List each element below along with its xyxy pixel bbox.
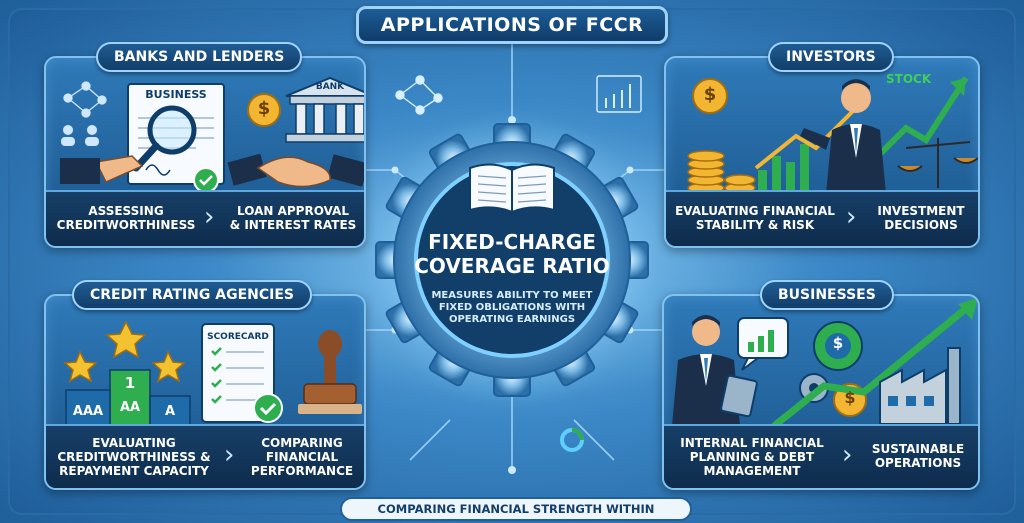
handshake-icon <box>227 153 364 188</box>
banks-caption-bar: ASSESSING CREDITWORTHINESS › LOAN APPROV… <box>46 190 364 246</box>
center-sub-line2: FIXED OBLIGATIONS WITH <box>438 302 586 313</box>
caption-line: PERFORMANCE <box>250 464 354 478</box>
center-heading-line1: FIXED-CHARGE <box>428 230 596 254</box>
chart-bubble-icon <box>737 317 789 371</box>
caption-investment-decisions: INVESTMENT DECISIONS <box>862 204 978 232</box>
book-icon <box>469 163 555 214</box>
caption-line: EVALUATING <box>92 436 176 450</box>
page-title: APPLICATIONS OF FCCR <box>356 6 668 44</box>
caption-sustainable-operations: SUSTAINABLE OPERATIONS <box>856 442 978 470</box>
investor-person-icon <box>800 79 886 194</box>
investors-illustration <box>687 76 978 194</box>
coin-dollar-sign: $ <box>257 98 271 119</box>
scorecard-label: SCORECARD <box>207 332 269 342</box>
podium-label-aaa: AAA <box>72 404 104 419</box>
caption-line: FINANCIAL <box>265 450 339 464</box>
caption-evaluating-stability: EVALUATING FINANCIAL STABILITY & RISK <box>666 204 844 232</box>
caption-line: & INTEREST RATES <box>229 218 357 232</box>
caption-line: PLANNING & DEBT <box>689 450 815 464</box>
caption-line: EVALUATING FINANCIAL <box>675 204 835 218</box>
cog-dollar-sign: $ <box>832 334 844 352</box>
chevron-right-icon: › <box>224 440 235 470</box>
caption-comparing-performance: COMPARING FINANCIAL PERFORMANCE <box>238 436 364 478</box>
stock-label: STOCK <box>886 72 932 86</box>
caption-line: STABILITY & RISK <box>695 218 815 232</box>
caption-internal-planning: INTERNAL FINANCIAL PLANNING & DEBT MANAG… <box>664 436 840 478</box>
star-icon <box>63 320 186 383</box>
investors-caption-bar: EVALUATING FINANCIAL STABILITY & RISK › … <box>666 190 978 246</box>
agencies-illustration <box>63 320 362 427</box>
scorecard-check-icon <box>253 393 283 423</box>
factory-icon <box>879 347 961 425</box>
panel-investors: $ STOCK EVALUATING FINANCIAL STABILITY &… <box>664 56 980 248</box>
people-network-icon <box>63 81 107 118</box>
center-sub-line3: OPERATING EARNINGS <box>448 314 576 325</box>
caption-loan-approval: LOAN APPROVAL & INTEREST RATES <box>218 204 364 232</box>
network-icon <box>395 75 443 115</box>
caption-line: INVESTMENT <box>877 204 965 218</box>
coin-icon <box>247 93 281 127</box>
caption-line: REPAYMENT CAPACITY <box>59 464 209 478</box>
mini-chart-icon <box>596 75 642 113</box>
podium-label-aa: AA <box>119 400 141 415</box>
banks-illustration <box>60 76 364 193</box>
businesses-caption-bar: INTERNAL FINANCIAL PLANNING & DEBT MANAG… <box>664 424 978 488</box>
check-badge-icon <box>193 167 219 193</box>
business-doc-label: BUSINESS <box>145 88 207 101</box>
caption-line: OPERATIONS <box>874 456 962 470</box>
tag-banks-and-lenders: BANKS AND LENDERS <box>96 42 303 72</box>
center-heading-line2: COVERAGE RATIO <box>414 254 610 278</box>
podium-label-a: A <box>164 404 176 419</box>
chevron-right-icon: › <box>204 202 215 232</box>
tag-businesses: BUSINESSES <box>760 280 894 310</box>
caption-line: CREDITWORTHINESS <box>56 218 196 232</box>
caption-line: INTERNAL FINANCIAL <box>680 436 824 450</box>
caption-line: ASSESSING <box>88 204 164 218</box>
tag-credit-rating-agencies: CREDIT RATING AGENCIES <box>72 280 312 310</box>
caption-assessing-creditworthiness: ASSESSING CREDITWORTHINESS <box>46 204 206 232</box>
scorecard-icon <box>201 323 275 423</box>
agencies-caption-bar: EVALUATING CREDITWORTHINESS & REPAYMENT … <box>46 424 364 488</box>
caption-line: COMPARING <box>261 436 343 450</box>
podium-icon <box>65 369 191 427</box>
scales-icon <box>897 138 978 188</box>
businessman-icon <box>672 315 758 426</box>
hand-icon <box>60 155 144 184</box>
footer-banner: COMPARING FINANCIAL STRENGTH WITHIN INDU… <box>340 497 692 523</box>
gear-icon <box>362 110 662 410</box>
caption-evaluating-creditworthiness: EVALUATING CREDITWORTHINESS & REPAYMENT … <box>46 436 222 478</box>
growth-arrow-icon <box>771 298 978 429</box>
panel-credit-rating-agencies: SCORECARD 1 AAA AA A EVALUATING CREDITWO… <box>44 294 366 490</box>
caption-line: CREDITWORTHINESS & <box>57 450 211 464</box>
business-coin-dollar: $ <box>844 388 856 407</box>
coin-stack-icon <box>687 150 756 194</box>
center-subtext: MEASURES ABILITY TO MEET FIXED OBLIGATIO… <box>412 290 612 326</box>
people-icon <box>61 125 99 146</box>
businesses-illustration <box>672 298 978 429</box>
bank-label: BANK <box>315 82 345 92</box>
pie-icon <box>560 428 584 452</box>
center-heading: FIXED-CHARGE COVERAGE RATIO <box>412 230 612 278</box>
panel-businesses: $ $ INTERNAL FINANCIAL PLANNING & DEBT M… <box>662 294 980 490</box>
podium-rank: 1 <box>124 374 136 392</box>
investor-coin-icon <box>692 78 728 114</box>
stock-trend-arrow-icon <box>863 76 969 171</box>
stamp-icon <box>298 330 362 414</box>
center-sub-line1: MEASURES ABILITY TO MEET <box>431 290 593 301</box>
tag-investors: INVESTORS <box>768 42 894 72</box>
chevron-right-icon: › <box>846 202 857 232</box>
panel-banks-and-lenders: BUSINESS $ BANK ASSESSING CREDITWORTHINE… <box>44 56 366 248</box>
caption-line: DECISIONS <box>884 218 958 232</box>
bar-chart-icon <box>758 144 809 192</box>
chevron-right-icon: › <box>842 440 853 470</box>
caption-line: LOAN APPROVAL <box>236 204 349 218</box>
investor-coin-dollar: $ <box>703 84 717 105</box>
bank-building-icon <box>285 76 364 143</box>
caption-line: MANAGEMENT <box>703 464 801 478</box>
caption-line: SUSTAINABLE <box>871 442 965 456</box>
